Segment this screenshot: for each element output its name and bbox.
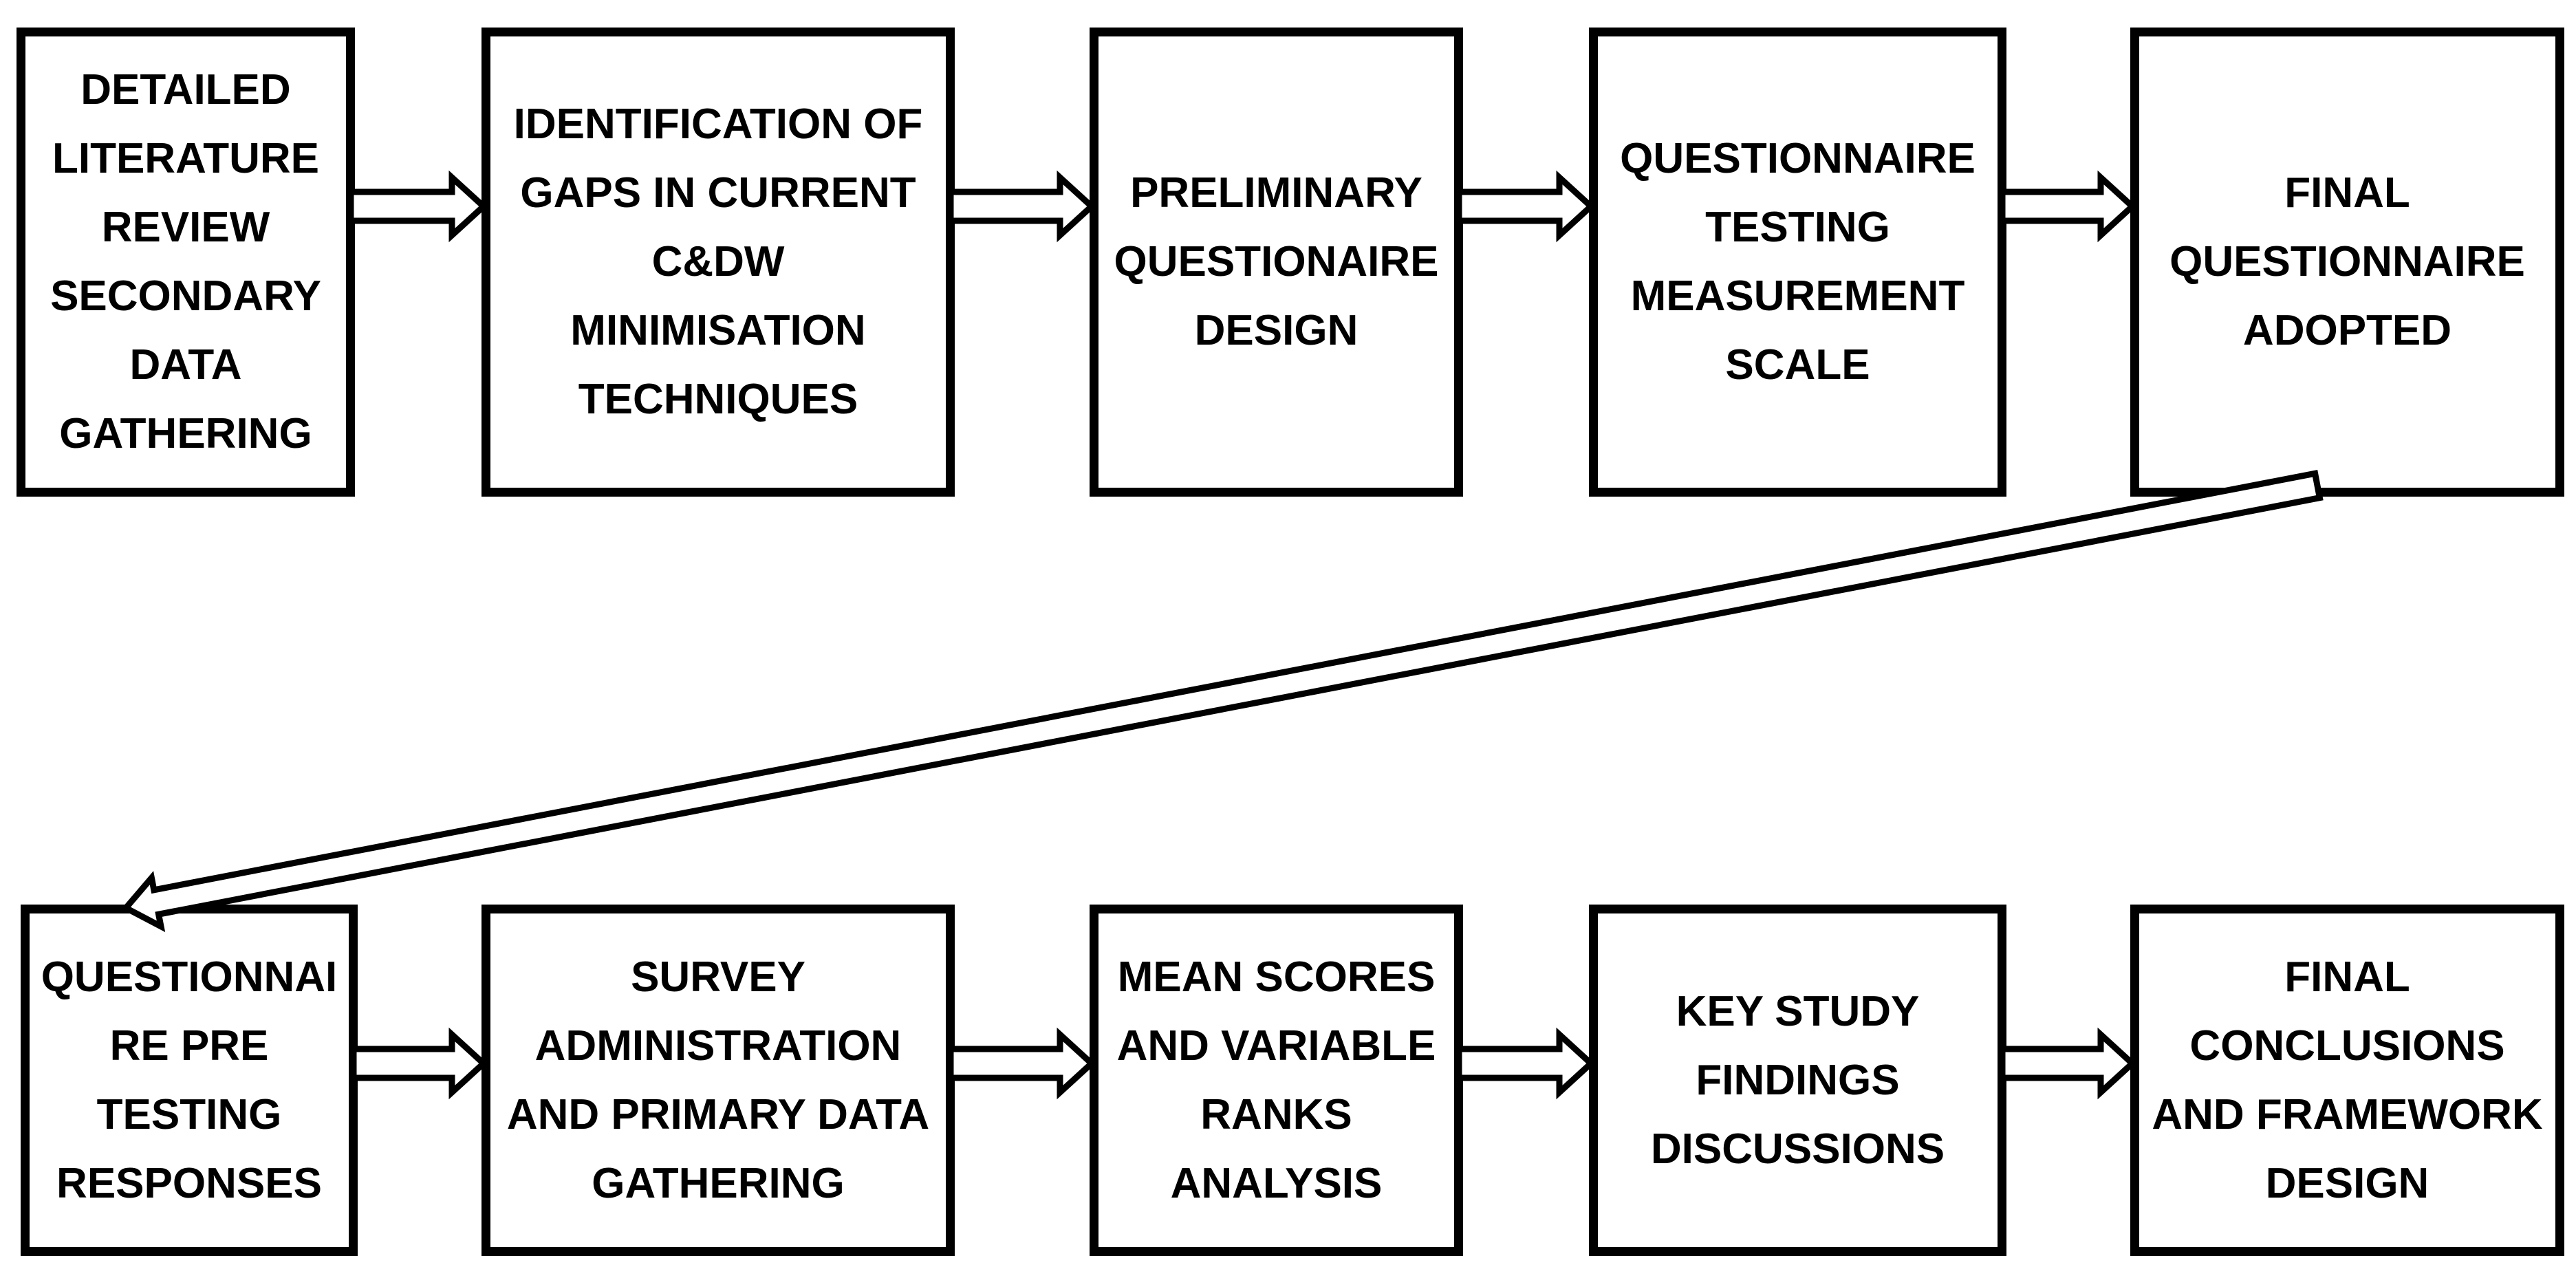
box-questionnaire-testing-scale-label: QUESTIONNAIRE TESTING MEASUREMENT SCALE bbox=[1620, 135, 1976, 389]
box-identification-of-gaps-label: IDENTIFICATION OF GAPS IN CURRENT C&DW M… bbox=[513, 100, 923, 423]
box-survey-administration: SURVEY ADMINISTRATION AND PRIMARY DATA G… bbox=[481, 905, 955, 1256]
box-final-conclusions-framework: FINAL CONCLUSIONS AND FRAMEWORK DESIGN bbox=[2130, 905, 2564, 1256]
flow-arrow-bottom-3-icon bbox=[1455, 1027, 1596, 1100]
flow-arrow-top-3-icon bbox=[1455, 170, 1596, 243]
box-identification-of-gaps: IDENTIFICATION OF GAPS IN CURRENT C&DW M… bbox=[481, 28, 955, 497]
flow-arrow-diagonal-icon bbox=[120, 470, 2324, 933]
box-survey-administration-label: SURVEY ADMINISTRATION AND PRIMARY DATA G… bbox=[506, 953, 930, 1207]
box-mean-scores-analysis: MEAN SCORES AND VARIABLE RANKS ANALYSIS bbox=[1090, 905, 1463, 1256]
box-final-questionnaire-adopted: FINAL QUESTIONNAIRE ADOPTED bbox=[2130, 28, 2564, 497]
box-final-conclusions-framework-label: FINAL CONCLUSIONS AND FRAMEWORK DESIGN bbox=[2152, 953, 2543, 1207]
flow-arrow-top-2-icon bbox=[947, 170, 1096, 243]
box-key-study-findings: KEY STUDY FINDINGS DISCUSSIONS bbox=[1589, 905, 2006, 1256]
box-questionnaire-pre-testing-label: QUESTIONNAI RE PRE TESTING RESPONSES bbox=[41, 953, 338, 1207]
flow-arrow-bottom-1-icon bbox=[350, 1027, 488, 1100]
box-final-questionnaire-adopted-label: FINAL QUESTIONNAIRE ADOPTED bbox=[2169, 169, 2525, 354]
box-detailed-literature-review-label: DETAILED LITERATURE REVIEW SECONDARY DAT… bbox=[50, 66, 321, 457]
flow-arrow-bottom-2-icon bbox=[947, 1027, 1096, 1100]
box-preliminary-questionnaire-design-label: PRELIMINARY QUESTIONAIRE DESIGN bbox=[1114, 169, 1439, 354]
flow-arrow-bottom-4-icon bbox=[1999, 1027, 2137, 1100]
flow-arrow-top-1-icon bbox=[347, 170, 488, 243]
box-key-study-findings-label: KEY STUDY FINDINGS DISCUSSIONS bbox=[1650, 987, 1945, 1173]
box-detailed-literature-review: DETAILED LITERATURE REVIEW SECONDARY DAT… bbox=[17, 28, 355, 497]
flow-arrow-top-4-icon bbox=[1999, 170, 2137, 243]
box-mean-scores-analysis-label: MEAN SCORES AND VARIABLE RANKS ANALYSIS bbox=[1116, 953, 1436, 1207]
box-questionnaire-pre-testing: QUESTIONNAI RE PRE TESTING RESPONSES bbox=[21, 905, 358, 1256]
box-preliminary-questionnaire-design: PRELIMINARY QUESTIONAIRE DESIGN bbox=[1090, 28, 1463, 497]
box-questionnaire-testing-scale: QUESTIONNAIRE TESTING MEASUREMENT SCALE bbox=[1589, 28, 2006, 497]
